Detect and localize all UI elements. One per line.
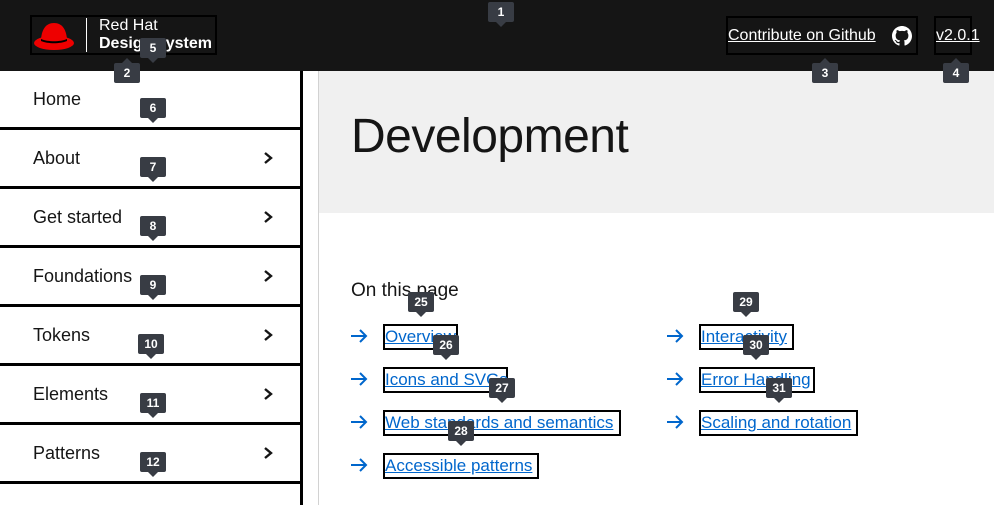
annotation-badge: 5	[140, 38, 166, 63]
annotation-badge: 31	[766, 378, 792, 403]
arrow-right-icon	[667, 372, 684, 386]
annotation-badge: 25	[408, 292, 434, 317]
annotation-badge: 27	[489, 378, 515, 403]
sidebar-item-elements[interactable]: Elements	[0, 366, 300, 425]
sidebar-divider	[303, 71, 319, 505]
annotation-badge: 9	[140, 275, 166, 300]
chevron-right-icon[interactable]	[262, 328, 274, 342]
annotation-badge: 11	[140, 393, 166, 418]
annotation-badge: 4	[943, 58, 969, 83]
red-hat-icon	[34, 23, 74, 50]
annotation-badge: 12	[140, 452, 166, 477]
sidebar-item-label: About	[33, 147, 81, 168]
contribute-github-link[interactable]: Contribute on Github	[726, 16, 918, 55]
sidebar-item-foundations[interactable]: Foundations	[0, 248, 300, 307]
arrow-right-icon	[667, 329, 684, 343]
sidebar-item-patterns[interactable]: Patterns	[0, 425, 300, 484]
annotation-badge: 2	[114, 58, 140, 83]
arrow-right-icon	[351, 329, 368, 343]
on-this-page-heading: On this page	[351, 280, 459, 301]
annotation-badge: 30	[743, 335, 769, 360]
sidebar-item-label: Foundations	[33, 265, 133, 286]
annotation-badge: 26	[433, 335, 459, 360]
chevron-right-icon[interactable]	[262, 446, 274, 460]
sidebar-item-tokens[interactable]: Tokens	[0, 307, 300, 366]
chevron-right-icon[interactable]	[262, 151, 274, 165]
chevron-right-icon[interactable]	[262, 269, 274, 283]
sidebar-item-get-started[interactable]: Get started	[0, 189, 300, 248]
chevron-right-icon[interactable]	[262, 210, 274, 224]
toc-link-web-standards-and-semantics[interactable]: Web standards and semantics	[383, 410, 621, 436]
annotation-badge: 28	[448, 421, 474, 446]
annotation-badge: 8	[140, 216, 166, 241]
page-hero: Development	[319, 71, 994, 213]
annotation-badge: 10	[138, 334, 164, 359]
chevron-right-icon[interactable]	[262, 387, 274, 401]
annotation-badge: 6	[140, 98, 166, 123]
version-link[interactable]: v2.0.1	[934, 16, 980, 55]
arrow-right-icon	[351, 415, 368, 429]
annotation-badge: 1	[488, 2, 514, 27]
logo-line-1: Red Hat	[99, 17, 158, 34]
annotation-badge: 3	[812, 58, 838, 83]
sidebar-item-label: Elements	[33, 383, 109, 404]
toc-link-error-handling[interactable]: Error Handling	[699, 367, 815, 393]
contribute-github-label: Contribute on Github	[728, 26, 876, 44]
arrow-right-icon	[351, 458, 368, 472]
sidebar-item-label: Home	[33, 88, 82, 109]
sidebar-item-label: Patterns	[33, 442, 101, 463]
github-icon	[891, 25, 912, 46]
annotation-badge: 29	[733, 292, 759, 317]
sidebar-item-home[interactable]: Home	[0, 71, 300, 130]
annotation-badge: 7	[140, 157, 166, 182]
toc-link-scaling-and-rotation[interactable]: Scaling and rotation	[699, 410, 858, 436]
arrow-right-icon	[351, 372, 368, 386]
home-logo-link[interactable]: Red Hat Design system	[30, 15, 217, 55]
arrow-right-icon	[667, 415, 684, 429]
page-title: Development	[351, 110, 629, 163]
sidebar-item-label: Tokens	[33, 324, 91, 345]
sidebar-item-about[interactable]: About	[0, 130, 300, 189]
sidebar-item-label: Get started	[33, 206, 123, 227]
toc-link-accessible-patterns[interactable]: Accessible patterns	[383, 453, 539, 479]
logo-divider	[86, 18, 87, 52]
